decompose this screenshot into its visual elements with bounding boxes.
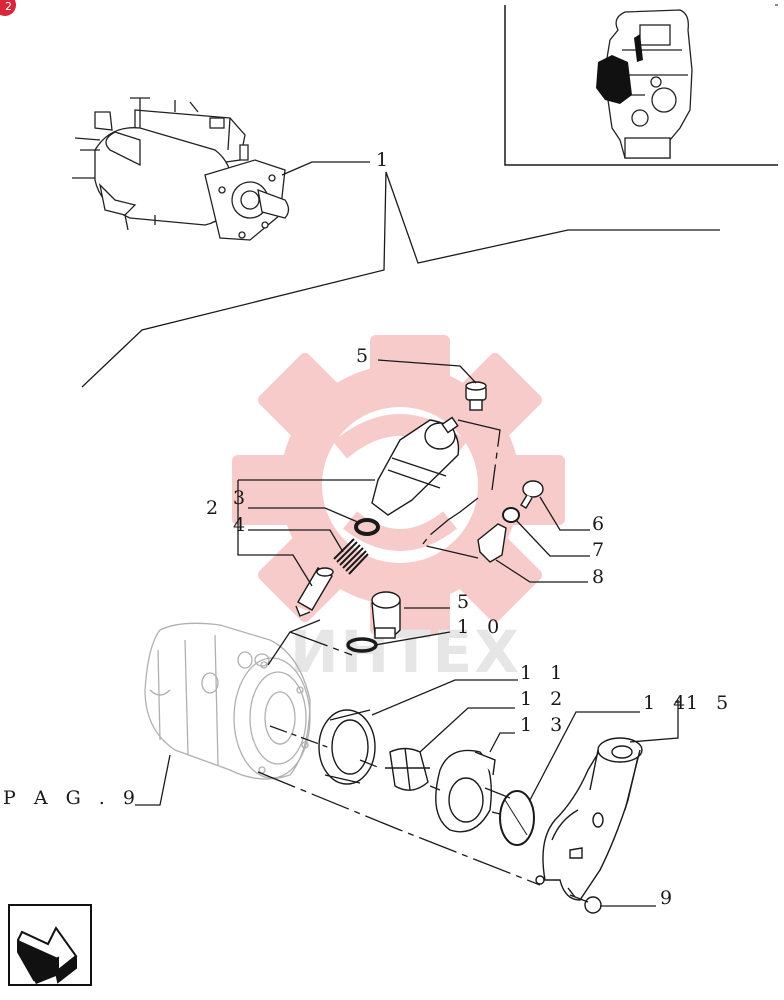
callout-12: 1 2: [520, 688, 569, 710]
part-washer-3: [354, 518, 380, 536]
part-sleeve-13: [435, 749, 496, 833]
engine-thumbnail-icon: [504, 4, 778, 166]
watermark-text: ИНТЕХ: [290, 618, 521, 686]
part-washer-7: [502, 507, 520, 523]
part-seal-11: [318, 709, 376, 785]
return-arrow-icon[interactable]: [8, 904, 92, 986]
callout-6: 6: [592, 513, 611, 535]
callout-7: 7: [592, 539, 611, 561]
part-bracket-8: [477, 523, 507, 563]
page-reference[interactable]: P A G . 9: [3, 787, 141, 809]
part-5-nut: [371, 591, 401, 639]
callout-10: 1 0: [457, 616, 506, 638]
callout-13: 1 3: [520, 714, 569, 736]
part-ring-14: [499, 790, 535, 846]
callout-5-top: 5: [356, 345, 375, 367]
part-plunger-rod: [295, 567, 334, 617]
page-badge-number: 2: [5, 0, 12, 13]
part-screw-9: [567, 887, 602, 914]
part-lever-15: [535, 737, 643, 901]
callout-1: 1: [376, 149, 395, 171]
callout-14: 1 4: [643, 692, 692, 714]
part-spring-4: [333, 538, 369, 575]
page-badge: 2: [0, 0, 16, 16]
callout-5-nut: 5: [457, 591, 476, 613]
callout-4: 4: [233, 514, 252, 536]
part-coupling-12: [385, 747, 430, 791]
callout-8: 8: [592, 566, 611, 588]
leader-lines: [81, 161, 720, 907]
callout-11: 1 1: [520, 662, 569, 684]
injection-pump-drawing: [72, 97, 290, 241]
callout-3: 3: [233, 487, 252, 509]
part-screw-6: [520, 480, 544, 509]
callout-15: 1 5: [686, 692, 735, 714]
callout-9: 9: [660, 887, 679, 909]
part-solenoid: [371, 416, 460, 516]
part-5-plug: [465, 381, 487, 411]
callout-2: 2: [206, 497, 225, 519]
